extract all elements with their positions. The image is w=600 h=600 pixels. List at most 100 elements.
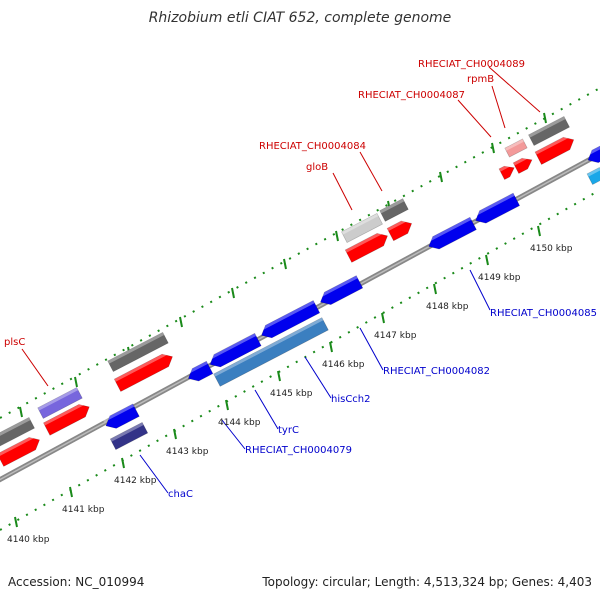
tick-label: 4146 kbp <box>322 360 365 370</box>
map-title: Rhizobium etli CIAT 652, complete genome <box>148 10 452 26</box>
reverse-gene-label: RHECIAT_CH0004085 <box>490 308 597 319</box>
reverse-cds-RHECIAT_CH0004082 <box>317 275 364 305</box>
major-tick <box>225 399 229 411</box>
forward-cds-shine <box>0 433 38 457</box>
forward-cds-plsC-shape <box>43 404 90 436</box>
reverse-gene-label: tyrC <box>278 425 299 436</box>
reverse-leader-line <box>254 389 279 430</box>
forward-gene <box>107 331 169 373</box>
forward-leader-line <box>21 348 49 387</box>
reverse-cds-RHECIAT_CH0004079 <box>206 332 262 368</box>
tick-label: 4147 kbp <box>374 331 417 341</box>
tick-label: 4142 kbp <box>114 476 157 486</box>
reverse-gene-chaC-shine <box>110 422 144 442</box>
forward-gene-shine <box>107 332 165 364</box>
reverse-leader-line <box>221 419 246 450</box>
reverse-gene-hisCch2 <box>213 317 329 387</box>
forward-major-tick <box>179 316 183 328</box>
forward-cds-shine <box>535 133 572 155</box>
forward-gene-label: rpmB <box>467 74 494 85</box>
forward-gene-shape <box>0 417 35 447</box>
forward-leader-line <box>491 85 506 129</box>
forward-gene <box>528 116 570 146</box>
reverse-leader-line <box>304 356 332 399</box>
reverse-leader-line <box>359 327 384 371</box>
forward-cds-rpmB <box>512 154 533 174</box>
forward-cds <box>534 133 575 165</box>
tick-label: 4143 kbp <box>166 447 209 457</box>
reverse-gene-label: hisCch2 <box>331 394 371 405</box>
reverse-cds-RHECIAT_CH0004085-shape <box>475 192 521 224</box>
tick-label: 4144 kbp <box>218 418 261 428</box>
tick-label: 4148 kbp <box>426 302 469 312</box>
reverse-leader-line <box>139 454 169 494</box>
forward-gene-shape <box>379 198 409 222</box>
reverse-cds-RHECIAT_CH0004085 <box>472 192 521 224</box>
reverse-cds-RHECIAT_CH0004082-shape <box>320 275 364 305</box>
forward-cds-gloB-shine <box>345 229 386 253</box>
forward-leader-line <box>457 99 492 138</box>
forward-cds-shine <box>387 217 410 231</box>
reverse-cds-RHECIAT_CH0004079-shine <box>206 333 257 361</box>
forward-gene-shine <box>0 417 31 439</box>
reverse-cds-edge-shape <box>587 145 600 163</box>
reverse-cds <box>425 216 477 250</box>
forward-major-tick <box>335 230 339 242</box>
forward-gene-label: gloB <box>306 162 328 173</box>
forward-gene-shape <box>107 331 169 373</box>
reverse-gene-edge-shape <box>586 167 600 185</box>
reverse-gene-chaC-shape <box>109 421 149 451</box>
reverse-cds-chaC-shape <box>105 403 140 429</box>
forward-gene <box>0 417 35 447</box>
forward-cds <box>113 350 173 392</box>
reverse-cds-shape <box>187 360 214 382</box>
reverse-cds-chaC <box>102 403 140 429</box>
major-tick <box>14 516 18 528</box>
forward-cds-shine <box>499 162 513 172</box>
major-tick <box>485 254 489 266</box>
forward-gene-gloB-shine <box>341 213 379 235</box>
forward-major-tick <box>491 142 495 154</box>
major-tick <box>329 341 333 353</box>
reverse-cds-chaC-shine <box>102 403 135 423</box>
forward-cds-gloB-shape <box>344 233 388 263</box>
forward-gene-shine <box>528 116 566 138</box>
forward-major-tick <box>231 287 235 299</box>
forward-cds-shape <box>498 165 515 180</box>
forward-major-tick <box>439 171 443 183</box>
reverse-gene-hisCch2-shape <box>213 317 329 387</box>
forward-cds-plsC <box>43 400 90 436</box>
forward-cds-shine <box>114 350 171 382</box>
reverse-leader-line <box>469 269 491 311</box>
forward-cds <box>0 433 40 467</box>
reverse-gene-edge-shine <box>587 167 600 177</box>
reverse-gene-label: RHECIAT_CH0004082 <box>383 366 490 377</box>
reverse-cds-shine <box>425 217 472 243</box>
tick-label: 4149 kbp <box>478 273 521 283</box>
reverse-cds-RHECIAT_CH0004082-shine <box>317 275 358 299</box>
forward-cds-plsC-shine <box>43 400 88 426</box>
forward-major-tick <box>19 406 23 418</box>
forward-leader-line <box>359 151 383 192</box>
forward-gene-label: RHECIAT_CH0004084 <box>259 141 366 152</box>
major-tick <box>381 312 385 324</box>
reverse-cds <box>185 360 214 382</box>
forward-cds-shape <box>386 220 413 242</box>
forward-gene-rpmB-shape <box>504 138 528 158</box>
forward-gene-gloB-shape <box>341 213 383 243</box>
forward-gene-rpmB-shine <box>504 138 524 151</box>
tick-label: 4145 kbp <box>270 389 313 399</box>
forward-cds-shape <box>113 353 173 392</box>
tick-label: 4141 kbp <box>62 505 105 515</box>
reverse-gene-label: chaC <box>168 489 193 500</box>
forward-major-tick <box>74 376 78 388</box>
forward-gene-gloB <box>341 213 383 243</box>
accession-text: Accession: NC_010994 <box>8 575 145 589</box>
forward-cds-rpmB-shape <box>512 157 533 174</box>
major-tick <box>69 486 73 498</box>
reverse-gene-edge <box>586 167 600 185</box>
forward-gene-shape <box>528 116 570 146</box>
major-tick <box>277 370 281 382</box>
major-tick <box>537 225 541 237</box>
